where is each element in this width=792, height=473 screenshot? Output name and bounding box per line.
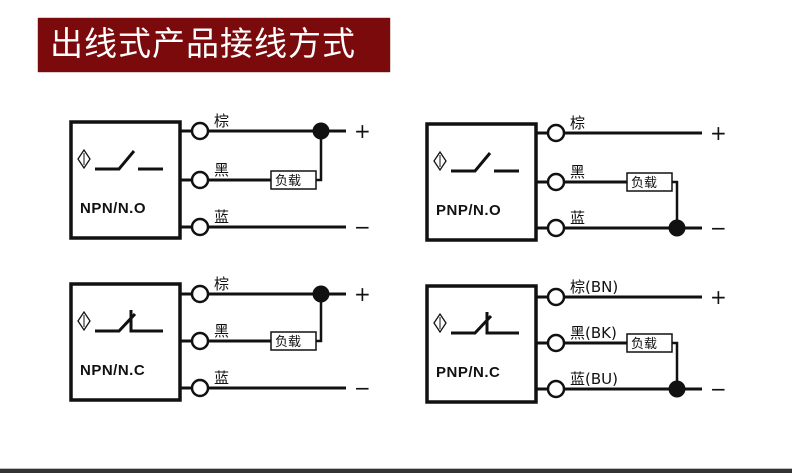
- switch-contact: [95, 312, 137, 333]
- junction-dot: [312, 122, 330, 140]
- sensor-symbol-icon: [77, 148, 91, 170]
- terminal-circle: [546, 333, 566, 353]
- sensor-box: [425, 284, 538, 404]
- sensor-symbol-icon: [77, 310, 91, 332]
- model-label: PNP/N.O: [436, 202, 501, 219]
- wire-label-brown: 棕: [214, 112, 229, 130]
- model-label: NPN/N.C: [80, 362, 145, 379]
- load-connection-wire: [672, 341, 679, 389]
- wire-label-blue: 蓝: [570, 209, 585, 227]
- sensor-box: [69, 120, 182, 240]
- wire-black: 黑: [180, 322, 271, 351]
- terminal-circle: [546, 218, 566, 238]
- plus-sign: +: [354, 119, 371, 143]
- plus-sign: +: [710, 285, 727, 309]
- switch-contact: [451, 314, 493, 335]
- wire-label-brown: 棕(BN): [570, 278, 618, 296]
- load-label: 负载: [275, 174, 301, 189]
- diagram-pnp-nc: PNP/N.C 棕(BN) + 黑(BK) 蓝(BU) − 负载: [425, 278, 727, 404]
- minus-sign: −: [354, 215, 371, 239]
- model-label: PNP/N.C: [436, 364, 500, 381]
- switch-terminal: [485, 312, 519, 335]
- terminal-circle: [546, 287, 566, 307]
- title-banner: 出线式产品接线方式: [38, 18, 390, 72]
- switch-contact: [95, 150, 136, 171]
- terminal-circle: [190, 121, 210, 141]
- diagram-npn-no: NPN/N.O棕+黑蓝−负载: [69, 112, 371, 240]
- wire-label-black: 黑: [214, 161, 229, 179]
- wire-label-blue: 蓝: [214, 369, 229, 387]
- wire-brown: 棕+: [536, 114, 727, 145]
- load-label: 负载: [631, 176, 657, 191]
- junction-dot: [312, 285, 330, 303]
- page-title: 出线式产品接线方式: [50, 24, 356, 63]
- wire-brown: 棕+: [180, 275, 371, 306]
- footer-bar: [0, 468, 792, 473]
- model-label: NPN/N.O: [80, 200, 146, 217]
- load-label: 负载: [631, 337, 657, 352]
- diagram-npn-nc: NPN/N.C棕+黑蓝−负载: [69, 275, 371, 402]
- sensor-box: [425, 122, 538, 242]
- wire-label-blue: 蓝(BU): [570, 370, 618, 388]
- sensor-symbol-icon: [433, 312, 447, 334]
- sensor-box: [69, 282, 182, 402]
- load-connection-wire: [316, 294, 323, 343]
- sensor-symbol-icon: [433, 150, 447, 172]
- wire-brown: 棕(BN) +: [536, 278, 727, 309]
- terminal-circle: [190, 378, 210, 398]
- load-connection-wire: [672, 180, 679, 228]
- wire-brown: 棕+: [180, 112, 371, 143]
- plus-sign: +: [710, 121, 727, 145]
- terminal-circle: [190, 284, 210, 304]
- wire-label-blue: 蓝: [214, 208, 229, 226]
- switch-no-icon: [451, 152, 519, 173]
- wire-blue: 蓝−: [536, 209, 727, 240]
- terminal-circle: [546, 172, 566, 192]
- wire-label-black: 黑: [570, 163, 585, 181]
- wire-label-black: 黑: [214, 322, 229, 340]
- wire-black: 黑: [536, 163, 627, 192]
- wire-blue: 蓝(BU) −: [536, 370, 727, 401]
- junction-dot: [668, 380, 686, 398]
- wire-label-brown: 棕: [570, 114, 585, 132]
- minus-sign: −: [354, 376, 371, 400]
- terminal-circle: [546, 123, 566, 143]
- wire-blue: 蓝−: [180, 369, 371, 400]
- diagram-pnp-no: PNP/N.O棕+黑蓝−负载: [425, 114, 727, 242]
- switch-no-icon: [95, 150, 163, 171]
- switch-nc-icon: [95, 310, 163, 333]
- switch-nc-icon: [451, 312, 519, 335]
- minus-sign: −: [710, 216, 727, 240]
- terminal-circle: [190, 170, 210, 190]
- wire-blue: 蓝−: [180, 208, 371, 239]
- terminal-circle: [190, 217, 210, 237]
- wire-black: 黑(BK): [536, 324, 627, 353]
- switch-contact: [451, 152, 492, 173]
- terminal-circle: [190, 331, 210, 351]
- wire-black: 黑: [180, 161, 271, 190]
- junction-dot: [668, 219, 686, 237]
- terminal-circle: [546, 379, 566, 399]
- plus-sign: +: [354, 282, 371, 306]
- load-connection-wire: [316, 131, 323, 182]
- wire-label-black: 黑(BK): [570, 324, 617, 342]
- switch-terminal: [129, 310, 163, 333]
- minus-sign: −: [710, 377, 727, 401]
- wire-label-brown: 棕: [214, 275, 229, 293]
- load-label: 负载: [275, 335, 301, 350]
